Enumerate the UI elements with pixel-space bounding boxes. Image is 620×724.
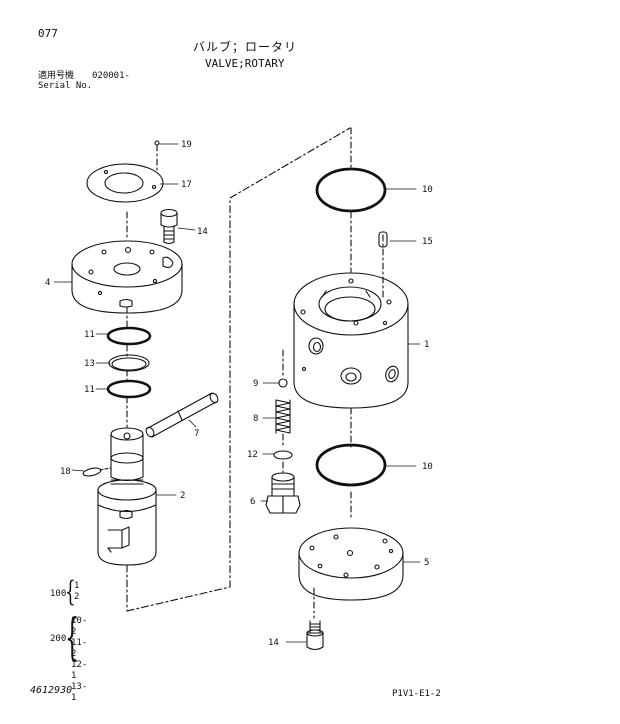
part-10-upper-oring (315, 167, 387, 213)
part-12-small-oring (273, 450, 293, 460)
part-11-upper-oring (106, 326, 152, 346)
part-4-top-cover (71, 240, 183, 314)
part-8-spring (275, 399, 291, 434)
group-100-head: 100 (50, 589, 67, 599)
part-9-ball (278, 378, 288, 388)
callout-leader-lines (53, 143, 421, 643)
callout-19: 19 (181, 140, 192, 150)
part-14-lower-bolt (306, 620, 324, 651)
figure-code: P1V1-E1-2 (392, 689, 441, 699)
callout-15: 15 (422, 237, 433, 247)
callout-10-upper: 10 (422, 185, 433, 195)
group-200-item: 11-2 (71, 638, 88, 659)
part-10-lower-oring (315, 443, 387, 487)
callout-10-lower: 10 (422, 462, 433, 472)
callout-14-lower: 14 (268, 638, 279, 648)
callout-18: 18 (60, 467, 71, 477)
group-100-items: 1 2 (74, 581, 79, 603)
document-number: 4612930 (30, 685, 73, 696)
part-1-housing (293, 272, 409, 409)
group-100-item: 1 (74, 581, 80, 591)
right-axis-line (282, 127, 384, 619)
part-19-pin (154, 140, 160, 146)
callout-17: 17 (181, 180, 192, 190)
part-18-snap-ring (82, 467, 111, 477)
part-5-bottom-cover (298, 527, 404, 601)
callout-6: 6 (250, 497, 255, 507)
title-english: VALVE;ROTARY (205, 57, 285, 70)
part-6-plug (265, 472, 301, 514)
callout-1: 1 (424, 340, 429, 350)
callout-4: 4 (45, 278, 50, 288)
group-100-brace: { (65, 575, 76, 608)
title-japanese: バルブ；ロータリ (193, 40, 298, 54)
callout-9: 9 (253, 379, 258, 389)
serial-label-japanese: 適用号機 (38, 71, 75, 81)
part-13-backup-ring (108, 354, 150, 372)
callout-14-upper: 14 (197, 227, 208, 237)
group-200-head: 200 (50, 634, 67, 644)
part-14-upper-bolt (160, 208, 178, 245)
callout-5: 5 (424, 558, 429, 568)
callout-11-lower: 11 (84, 385, 95, 395)
group-100-item: 2 (74, 592, 80, 602)
callout-8: 8 (253, 414, 258, 424)
callout-7: 7 (194, 429, 199, 439)
group-200-item: 10-2 (71, 616, 88, 637)
part-11-lower-oring (106, 379, 152, 399)
serial-label-english: Serial No. (38, 81, 93, 91)
part-17-gasket (86, 163, 164, 203)
assembly-boundary-lines (126, 127, 351, 612)
callout-13: 13 (84, 359, 95, 369)
part-2-rotor (97, 427, 157, 566)
group-200-brace: { (65, 608, 80, 666)
callout-numbers: 19 17 14 4 11 13 11 7 18 2 10 15 1 9 8 1… (45, 140, 433, 648)
callout-12: 12 (247, 450, 258, 460)
page-number: 077 (38, 27, 58, 40)
part-15-dowel-pin (378, 231, 388, 248)
group-200-items: 10-2 11-2 12-1 13-1 (71, 616, 87, 704)
serial-value: 020001- (92, 71, 130, 81)
part-7-shaft (145, 392, 219, 438)
group-200-item: 12-1 (71, 660, 88, 681)
group-200-item: 13-1 (71, 682, 88, 703)
callout-2: 2 (180, 491, 185, 501)
left-axis-line (126, 144, 158, 428)
callout-11-upper: 11 (84, 330, 95, 340)
